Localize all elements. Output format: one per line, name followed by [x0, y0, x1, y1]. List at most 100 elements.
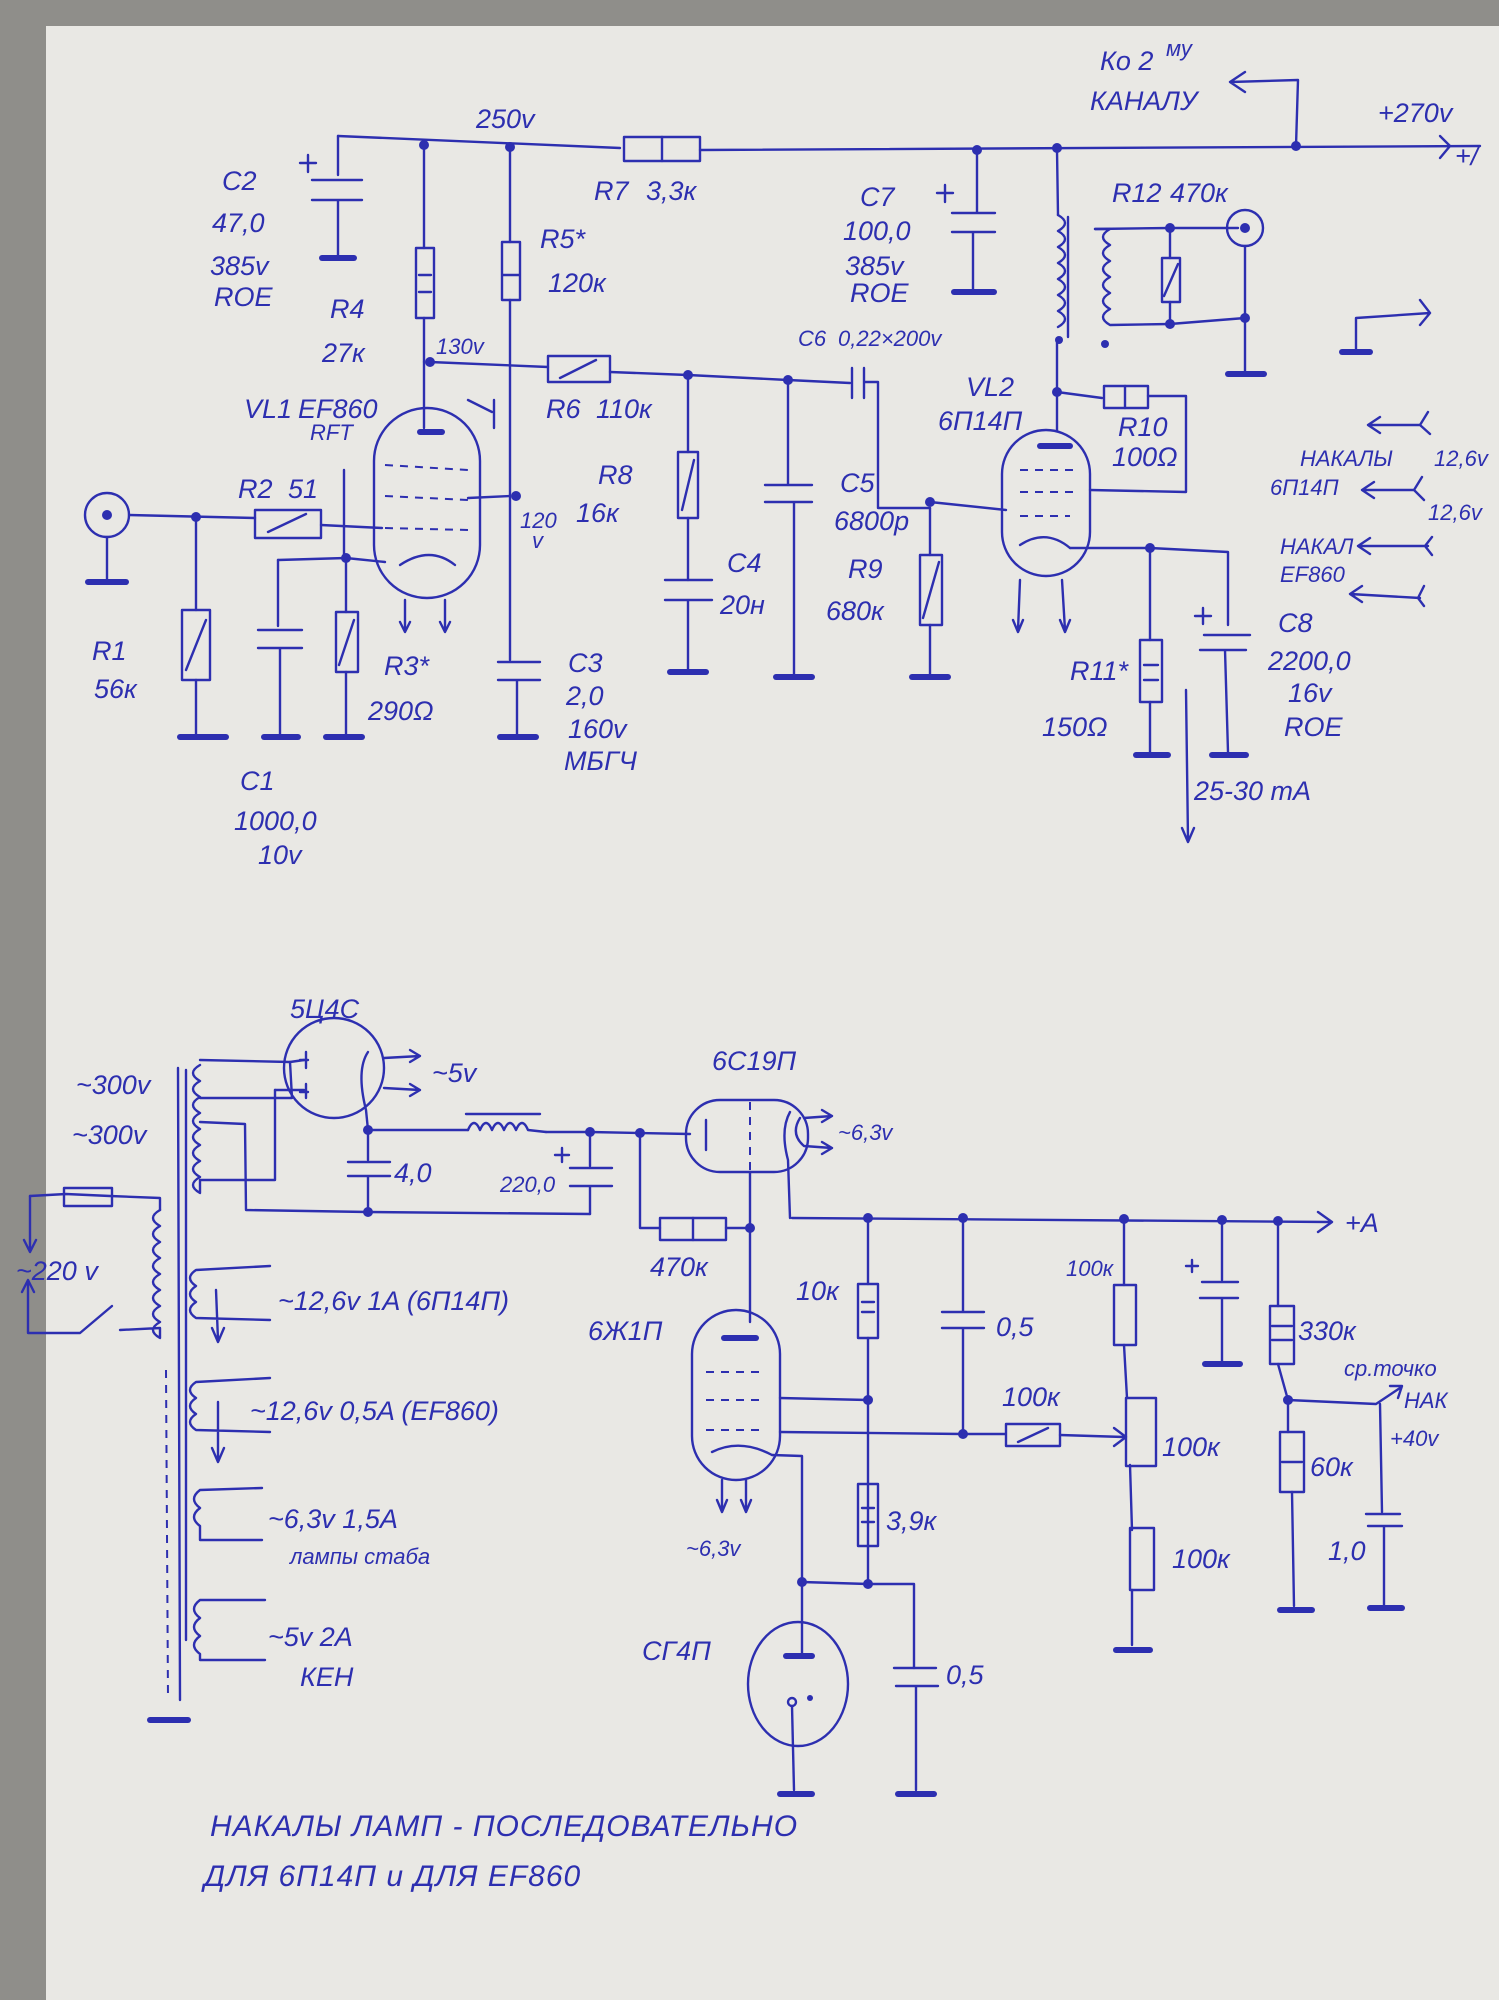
supply-input-arrow	[1438, 134, 1452, 160]
divider-pot-value: 100к	[1162, 1432, 1221, 1462]
r6-resistor	[546, 354, 612, 384]
c8-capacitor	[1193, 606, 1252, 758]
output-jack	[1168, 208, 1267, 377]
mains-voltage: ~220 v	[16, 1256, 99, 1286]
resistor-3-9k-value: 3,9к	[886, 1506, 938, 1536]
r12-resistor	[1160, 226, 1182, 326]
c1-capacitor	[256, 558, 304, 740]
node-130v: 130v	[436, 334, 486, 359]
capacitor-1-0	[1364, 1402, 1405, 1611]
vl1-tube	[372, 360, 521, 634]
r1-ref: R1	[92, 636, 127, 666]
capacitor-05b-value: 0,5	[946, 1660, 985, 1690]
resistor-100k-series-value: 100к	[1002, 1382, 1061, 1412]
amplifier-tube	[690, 1308, 1007, 1584]
r6-ref: R6	[546, 394, 581, 424]
amplifier-section	[83, 70, 1482, 844]
r11-ref: R11*	[1070, 656, 1130, 686]
r11-resistor	[1133, 546, 1171, 758]
ground-input-arrow	[1354, 298, 1432, 352]
heater-ef860-tube: EF860	[1280, 562, 1346, 587]
current-arrow	[1180, 688, 1196, 844]
c3-voltage: 160v	[568, 714, 628, 744]
amp-tube-heater: ~6,3v	[686, 1536, 742, 1561]
reservoir-cap	[346, 1128, 392, 1214]
r5-value: 120к	[548, 268, 607, 298]
heater-6p14p-label: НАКАЛЫ	[1300, 446, 1393, 471]
grid-resistor-value: 470к	[650, 1252, 709, 1282]
r3-resistor	[323, 556, 365, 740]
c3-ref: C3	[568, 648, 603, 678]
r1-resistor	[177, 515, 229, 740]
r12-ref: R12	[1112, 178, 1162, 208]
r12-value: 470к	[1170, 178, 1229, 208]
r10-ref: R10	[1118, 412, 1168, 442]
resistor-330k-value: 330к	[1298, 1316, 1357, 1346]
divider-top-value: 100к	[1066, 1256, 1115, 1281]
c2-ref: C2	[222, 166, 257, 196]
filter-cap	[553, 1130, 614, 1216]
r2-resistor	[253, 508, 384, 540]
vl2-tube	[928, 428, 1230, 634]
resistor-10k-value: 10к	[796, 1276, 840, 1306]
r5-resistor	[500, 145, 522, 662]
resistor-330k	[1268, 1219, 1404, 1434]
c7-voltage: 385v	[845, 251, 905, 281]
r7-ref: R7	[594, 176, 629, 206]
power-supply-section	[20, 1016, 1405, 1797]
capacitor-05-b	[892, 1666, 940, 1797]
resistor-60k-value: 60к	[1310, 1452, 1354, 1482]
heater-ef860-label: НАКАЛ	[1280, 534, 1354, 559]
heater-input-arrows	[1348, 410, 1434, 608]
c5-capacitor	[763, 378, 815, 680]
capacitor-1-0-value: 1,0	[1328, 1536, 1366, 1566]
c2-type: ROE	[214, 282, 274, 312]
heater-voltage-1: 12,6v	[1434, 446, 1490, 471]
winding-12-6v-1a: ~12,6v 1A (6П14П)	[278, 1286, 509, 1316]
hv-rail	[336, 134, 1482, 152]
filter-cap-value: 220,0	[499, 1172, 556, 1197]
r4-ref: R4	[330, 294, 365, 324]
midpoint-label-1: ср.точко	[1344, 1356, 1437, 1381]
r7-value: 3,3к	[646, 176, 698, 206]
c2-value: 47,0	[212, 208, 265, 238]
r9-ref: R9	[848, 554, 883, 584]
reference-tube	[746, 1580, 850, 1797]
r6-value: 110к	[596, 394, 653, 424]
r2-value: 51	[288, 474, 318, 504]
to-second-channel-arrow	[1228, 70, 1300, 148]
c5-value: 6800р	[834, 506, 909, 536]
c7-value: 100,0	[843, 216, 911, 246]
r4-value: 27к	[321, 338, 366, 368]
resistor-10k	[856, 1216, 880, 1584]
c7-type: ROE	[850, 278, 910, 308]
r7-resistor	[622, 135, 702, 163]
transformer-core	[176, 1066, 188, 1702]
supply-input-label: +270v	[1378, 98, 1454, 128]
c4-ref: C4	[727, 548, 762, 578]
r8-resistor	[676, 373, 700, 582]
cathode-current: 25-30 mA	[1193, 776, 1311, 806]
hv-winding-2: ~300v	[72, 1120, 148, 1150]
c4-value: 20н	[719, 590, 765, 620]
c3-capacitor	[496, 660, 542, 740]
vl2-type: 6П14П	[938, 406, 1023, 436]
node-120v: 120	[520, 508, 557, 533]
pass-tube-label: 6С19П	[712, 1046, 797, 1076]
capacitor-05a-value: 0,5	[996, 1312, 1035, 1342]
r9-resistor	[909, 497, 951, 680]
voltage-divider	[1112, 1217, 1158, 1653]
c6-value: 0,22×200v	[838, 326, 943, 351]
to-second-channel-sup: му	[1166, 36, 1194, 61]
c7-capacitor	[935, 148, 997, 295]
footer-note-line-2: ДЛЯ 6П14П и ДЛЯ EF860	[201, 1860, 581, 1893]
pass-tube	[684, 1098, 834, 1220]
c8-value: 2200,0	[1267, 646, 1351, 676]
c8-type: ROE	[1284, 712, 1344, 742]
output-rail	[790, 1210, 1334, 1234]
r4-resistor	[414, 143, 436, 364]
winding-5v: ~5v 2A	[268, 1622, 353, 1652]
to-second-channel-label: Ко 2	[1100, 46, 1153, 76]
node-250v: 250v	[475, 104, 536, 134]
